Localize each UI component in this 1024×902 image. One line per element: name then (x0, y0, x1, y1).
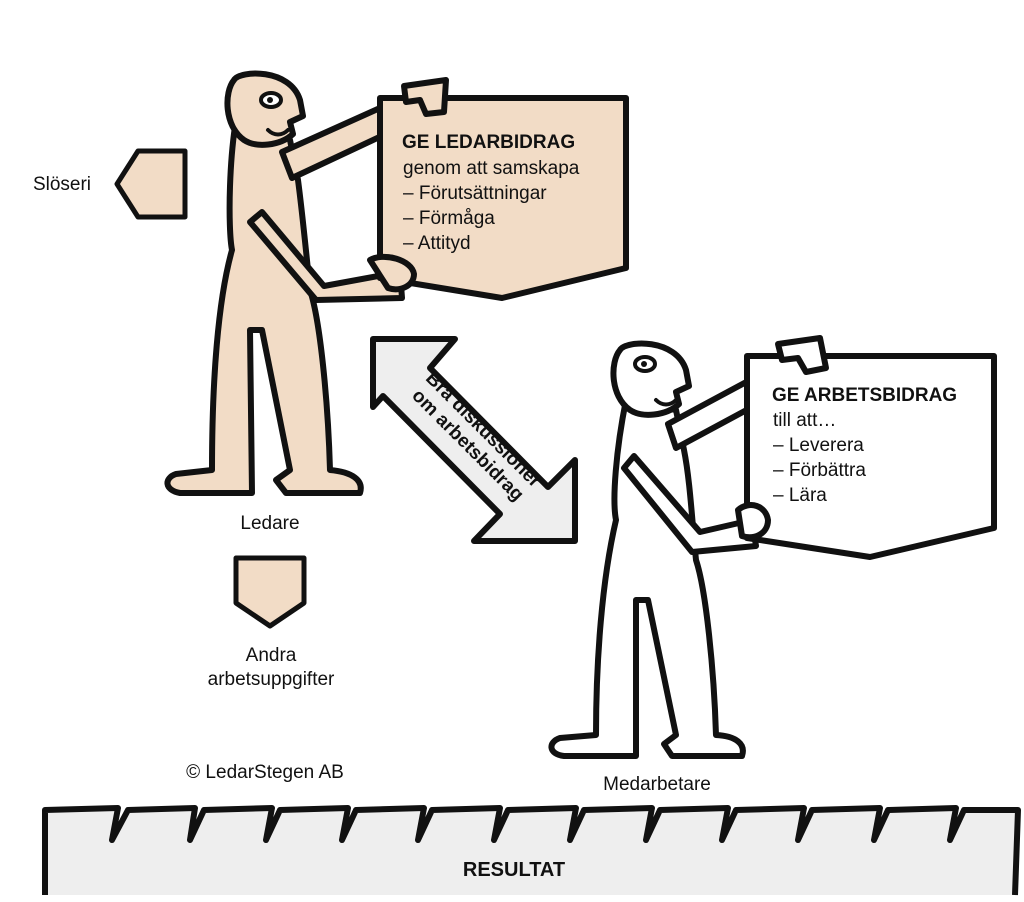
leader-card-item-1: – Förutsättningar (403, 183, 547, 204)
leader-mouth (266, 128, 290, 137)
employee-lower-arm (621, 453, 759, 555)
employee-top-hand (775, 335, 829, 375)
discussion-arrow: Bra diskussioner om arbetsbidrag (370, 336, 578, 544)
other-tasks-label-line1: Andra (246, 645, 297, 666)
waste-group: Slöseri (33, 148, 188, 220)
leader-lower-arm (247, 209, 405, 303)
leader-card-shape (377, 95, 629, 301)
result-block (42, 805, 1021, 896)
leader-bottom-hand (367, 253, 417, 293)
leader-card-item-2: – Förmåga (403, 208, 495, 229)
employee-mouth (654, 398, 678, 407)
employee-label: Medarbetare (603, 774, 711, 795)
other-tasks-arrow-shape (233, 555, 307, 629)
leader-head (224, 70, 306, 148)
leader-card-title: GE LEDARBIDRAG (402, 132, 575, 153)
employee-card-subtitle: till att… (773, 410, 836, 431)
result-base: RESULTAT (42, 805, 1021, 896)
employee-pupil (641, 361, 647, 367)
leader-label: Ledare (240, 513, 299, 534)
discussion-arrow-shape (370, 336, 578, 544)
employee-card-item-3: – Lära (773, 485, 827, 506)
leader-card-item-3: – Attityd (403, 233, 471, 254)
leader-pupil (267, 97, 273, 103)
waste-label: Slöseri (33, 174, 91, 195)
copyright-text: © LedarStegen AB (186, 762, 344, 783)
result-label: RESULTAT (463, 859, 565, 881)
employee-card-item-2: – Förbättra (773, 460, 866, 481)
leader-card-subtitle: genom att samskapa (403, 158, 580, 179)
leader-card: GE LEDARBIDRAG genom att samskapa – Föru… (367, 77, 629, 301)
leader-figure (164, 70, 405, 496)
employee-card-item-1: – Leverera (773, 435, 864, 456)
other-tasks-group: Andra arbetsuppgifter (208, 555, 335, 690)
employee-figure (548, 340, 759, 759)
leader-top-hand (401, 77, 449, 117)
employee-body (548, 397, 746, 759)
employee-bottom-hand (735, 502, 771, 541)
employee-card: GE ARBETSBIDRAG till att… – Leverera – F… (735, 335, 997, 560)
employee-card-title: GE ARBETSBIDRAG (772, 385, 957, 406)
employee-head (610, 340, 692, 418)
waste-arrow-shape (114, 148, 188, 220)
other-tasks-label-line2: arbetsuppgifter (208, 669, 335, 690)
